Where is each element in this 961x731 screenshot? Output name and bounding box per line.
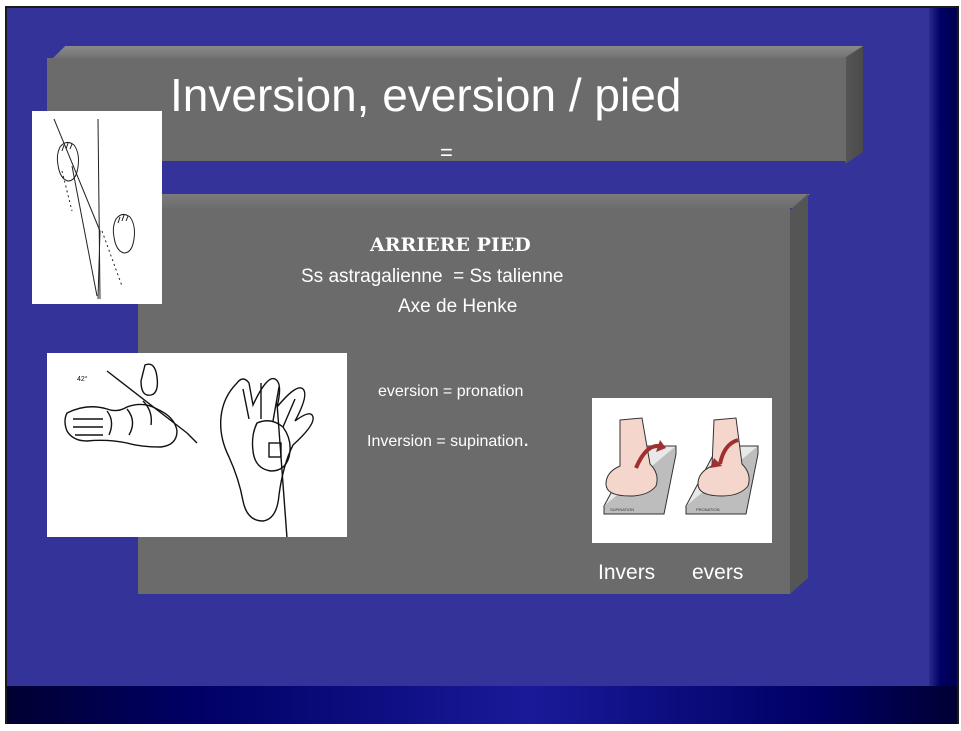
title-equals-sign: = <box>440 140 453 166</box>
slide-right-bar <box>929 8 957 724</box>
inversion-text: Inversion = supination <box>367 433 523 450</box>
foot-axis-sketch-icon <box>32 111 162 304</box>
foot-skeleton-drawing-icon: 42° <box>47 353 347 537</box>
slide-title: Inversion, eversion / pied <box>170 68 830 122</box>
inversion-period: . <box>523 426 529 451</box>
pronation-label: PRONATION <box>696 507 720 512</box>
title-box-bevel-top <box>53 46 863 58</box>
content-box-bevel-side <box>790 194 808 594</box>
eversion-definition: eversion = pronation <box>378 383 523 401</box>
slide-bottom-bar <box>7 686 957 724</box>
supination-label: SUPINATION <box>610 507 634 512</box>
supination-pronation-figure: SUPINATION PRONATION <box>592 398 772 543</box>
inversion-definition: Inversion = supination. <box>367 426 529 452</box>
foot-axis-sketch-figure <box>32 111 162 304</box>
foot-skeleton-figure: 42° <box>47 353 347 537</box>
title-box-bevel-side <box>845 46 863 164</box>
caption-eversion: evers <box>692 561 743 585</box>
content-box-bevel-top <box>150 194 810 208</box>
subtalar-line: Ss astragalienne = Ss talienne <box>301 266 563 288</box>
caption-inversion: Invers <box>598 561 655 585</box>
angle-label: 42° <box>77 375 88 383</box>
foot-supination-pronation-drawing-icon: SUPINATION PRONATION <box>592 398 772 543</box>
section-heading: ARRIERE PIED <box>370 234 531 256</box>
henke-axis-line: Axe de Henke <box>398 296 517 318</box>
